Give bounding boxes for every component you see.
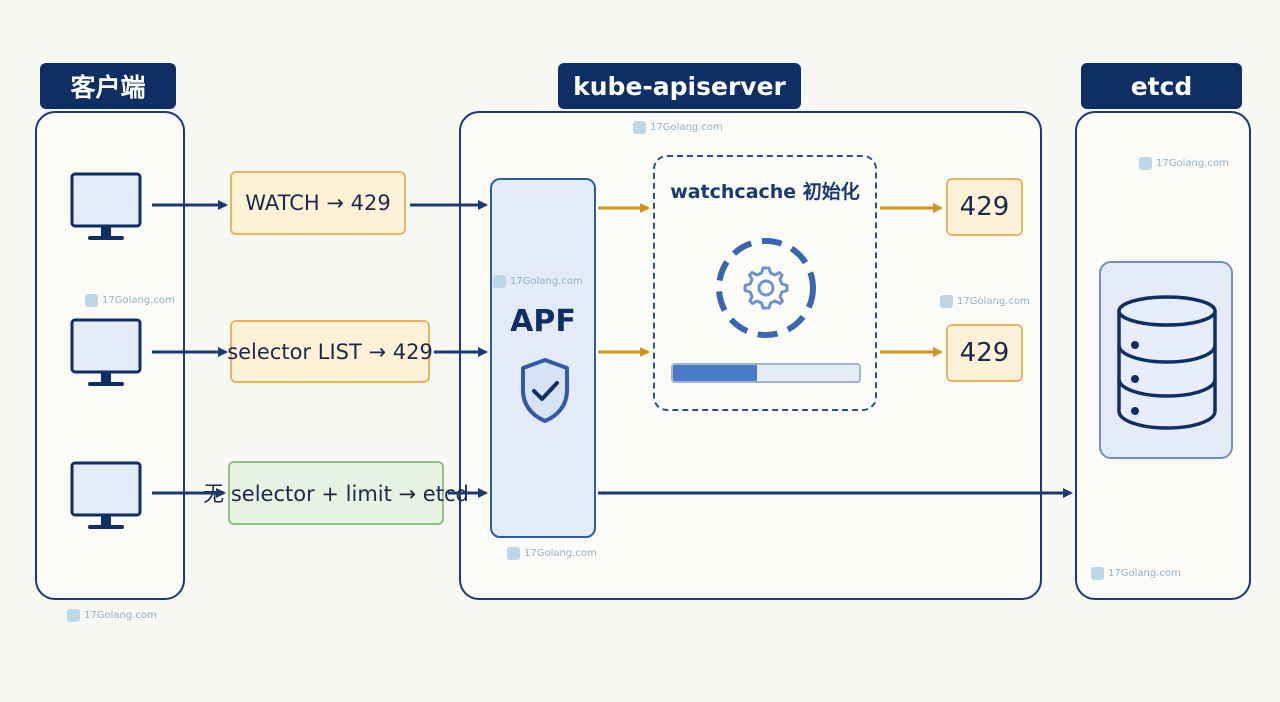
apiserver-header: kube-apiserver <box>558 63 801 109</box>
watermark: 17Golang.com <box>67 609 157 622</box>
client-header: 客户端 <box>40 63 176 109</box>
watermark-icon <box>1091 567 1104 580</box>
watermark: 17Golang.com <box>507 547 597 560</box>
gear-icon <box>716 238 816 338</box>
watermark-icon <box>940 295 953 308</box>
database-icon <box>1117 295 1217 430</box>
watchcache-progress-bar <box>671 363 861 383</box>
shield-check-icon <box>521 358 569 423</box>
monitor-icon <box>70 461 142 529</box>
watermark: 17Golang.com <box>1139 157 1229 170</box>
watermark: 17Golang.com <box>493 275 583 288</box>
watermark: 17Golang.com <box>85 294 175 307</box>
watermark-icon <box>507 547 520 560</box>
etcd-storage-block <box>1099 261 1233 459</box>
watermark-icon <box>633 121 646 134</box>
watermark: 17Golang.com <box>1091 567 1181 580</box>
watch-request-box: WATCH → 429 <box>230 171 406 235</box>
watermark-icon <box>1139 157 1152 170</box>
watermark-icon <box>85 294 98 307</box>
selector-list-request-box: selector LIST → 429 <box>227 320 433 383</box>
watermark: 17Golang.com <box>940 295 1030 308</box>
watermark-icon <box>493 275 506 288</box>
watermark-icon <box>67 609 80 622</box>
apf-label: APF <box>510 304 576 339</box>
no-selector-request-box: 无 selector + limit → etcd <box>203 461 469 525</box>
watchcache-title: watchcache 初始化 <box>670 181 860 203</box>
progress-fill <box>673 365 757 381</box>
watchcache-block: watchcache 初始化 <box>653 155 877 411</box>
monitor-icon <box>70 318 142 386</box>
monitor-icon <box>70 172 142 240</box>
etcd-header: etcd <box>1081 63 1242 109</box>
response-429-box: 429 <box>946 324 1023 382</box>
apf-block: APF <box>490 178 596 538</box>
response-429-box: 429 <box>946 178 1023 236</box>
watermark: 17Golang.com <box>633 121 723 134</box>
